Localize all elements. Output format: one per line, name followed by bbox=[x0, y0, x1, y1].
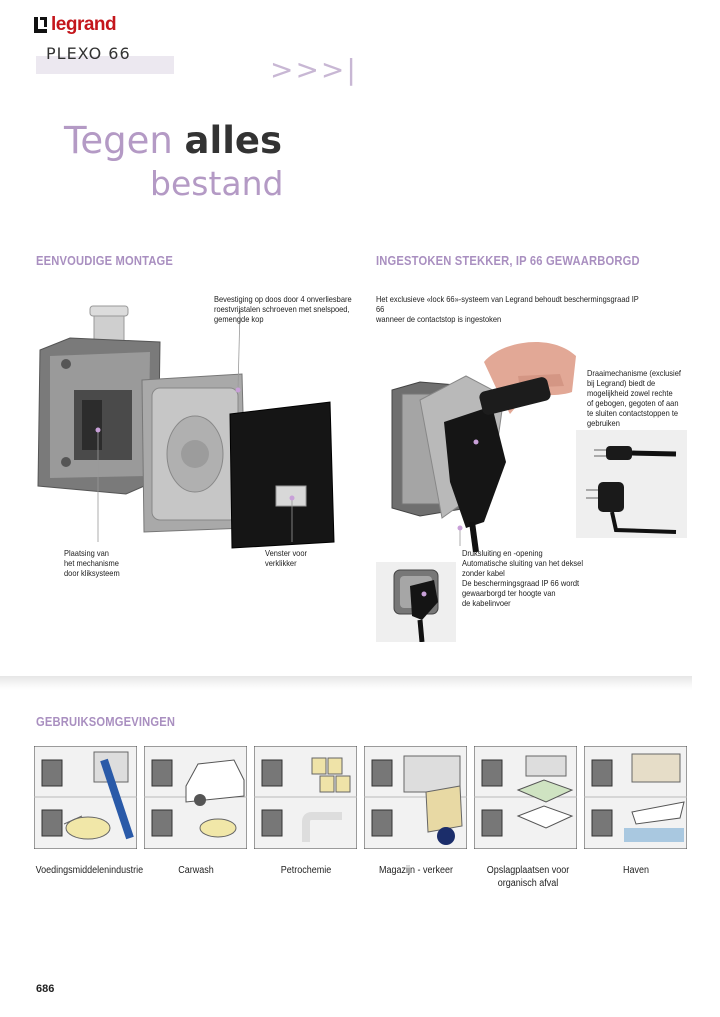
warehouse-icon bbox=[364, 746, 467, 849]
caption-line: door kliksysteem bbox=[64, 568, 120, 578]
caption-line: bij Legrand) biedt de bbox=[587, 378, 656, 388]
plugged-socket-illustration bbox=[391, 341, 576, 552]
caption-line: gewaarborgd ter hoogte van bbox=[462, 588, 556, 598]
caption-line: mogelijkheid zowel rechte bbox=[587, 388, 673, 398]
caption-line: Venster voor bbox=[265, 548, 308, 558]
range-bar bbox=[36, 56, 174, 74]
waste-storage-icon bbox=[474, 746, 577, 849]
env-petrochemical bbox=[254, 746, 357, 849]
caption-line: verklikker bbox=[265, 558, 297, 568]
brand-name: legrand bbox=[51, 14, 117, 35]
env-label-petrochemical: Petrochemie bbox=[280, 865, 332, 876]
legrand-mark-icon bbox=[34, 17, 47, 33]
closed-socket-illustration bbox=[376, 562, 456, 642]
env-carwash bbox=[144, 746, 247, 849]
petrochemical-icon bbox=[254, 746, 357, 849]
caption-line: de kabelinvoer bbox=[462, 598, 511, 608]
caption-line: zonder kabel bbox=[462, 568, 505, 578]
env-label-waste: Opslagplaatsen voor organisch afval bbox=[486, 865, 570, 889]
range-name: PLEXO 66 bbox=[46, 44, 131, 63]
caption-line: gebruiken bbox=[587, 418, 620, 428]
env-food-industry bbox=[34, 746, 137, 849]
caption-line: Plaatsing van bbox=[64, 548, 109, 558]
caption-window: Venster voor verklikker bbox=[265, 548, 335, 568]
env-label-carwash: Carwash bbox=[178, 865, 214, 876]
caption-line: Druksluiting en -opening bbox=[462, 548, 543, 558]
intro-lock66: Het exclusieve «lock 66»-systeem van Leg… bbox=[376, 294, 649, 324]
caption-line: gemengde kop bbox=[214, 314, 264, 324]
caption-line: De beschermingsgraad IP 66 wordt bbox=[462, 578, 580, 588]
carwash-icon bbox=[144, 746, 247, 849]
arrows-decoration: >>>| bbox=[270, 53, 358, 86]
caption-line: Het exclusieve «lock 66»-systeem van Leg… bbox=[376, 294, 639, 314]
env-label-harbour: Haven bbox=[622, 865, 650, 876]
caption-line: roestvrijstalen schroeven met snelspoed, bbox=[214, 304, 350, 314]
caption-line: te sluiten contactstoppen te bbox=[587, 408, 679, 418]
page-number: 686 bbox=[36, 983, 55, 995]
section-heading-plug: INGESTOKEN STEKKER, IP 66 GEWAARBORGD bbox=[376, 253, 640, 268]
page-title-line2: bestand bbox=[150, 164, 284, 203]
caption-rotation: Draaimechanisme (exclusief bij Legrand) … bbox=[587, 368, 686, 428]
harbour-icon bbox=[584, 746, 687, 849]
section-divider bbox=[0, 676, 692, 690]
caption-line: Automatische sluiting van het deksel bbox=[462, 558, 583, 568]
plug-types-illustration bbox=[576, 430, 687, 538]
caption-line: Draaimechanisme (exclusief bbox=[587, 368, 681, 378]
exploded-socket-illustration bbox=[37, 305, 335, 549]
env-label-food: Voedingsmiddelenindustrie bbox=[35, 865, 144, 876]
title-bold: alles bbox=[184, 119, 282, 162]
env-harbour bbox=[584, 746, 687, 849]
caption-line: wanneer de contactstop is ingestoken bbox=[376, 314, 502, 324]
caption-mechanism: Plaatsing van het mechanisme door kliksy… bbox=[64, 548, 161, 578]
caption-line: of gebogen, gegoten of aan bbox=[587, 398, 679, 408]
food-industry-icon bbox=[34, 746, 137, 849]
env-warehouse bbox=[364, 746, 467, 849]
caption-mounting: Bevestiging op doos door 4 onverliesbare… bbox=[214, 294, 355, 324]
page-title: Tegen alles bbox=[64, 120, 282, 162]
section-heading-montage: EENVOUDIGE MONTAGE bbox=[36, 253, 174, 268]
title-light: Tegen bbox=[64, 119, 185, 162]
env-label-warehouse: Magazijn - verkeer bbox=[378, 865, 454, 876]
caption-line: Bevestiging op doos door 4 onverliesbare bbox=[214, 294, 352, 304]
env-waste-storage bbox=[474, 746, 577, 849]
caption-closing: Druksluiting en -opening Automatische sl… bbox=[462, 548, 585, 608]
section-heading-environments: GEBRUIKSOMGEVINGEN bbox=[36, 714, 176, 729]
caption-line: het mechanisme bbox=[64, 558, 119, 568]
legrand-logo: legrand bbox=[34, 14, 117, 36]
